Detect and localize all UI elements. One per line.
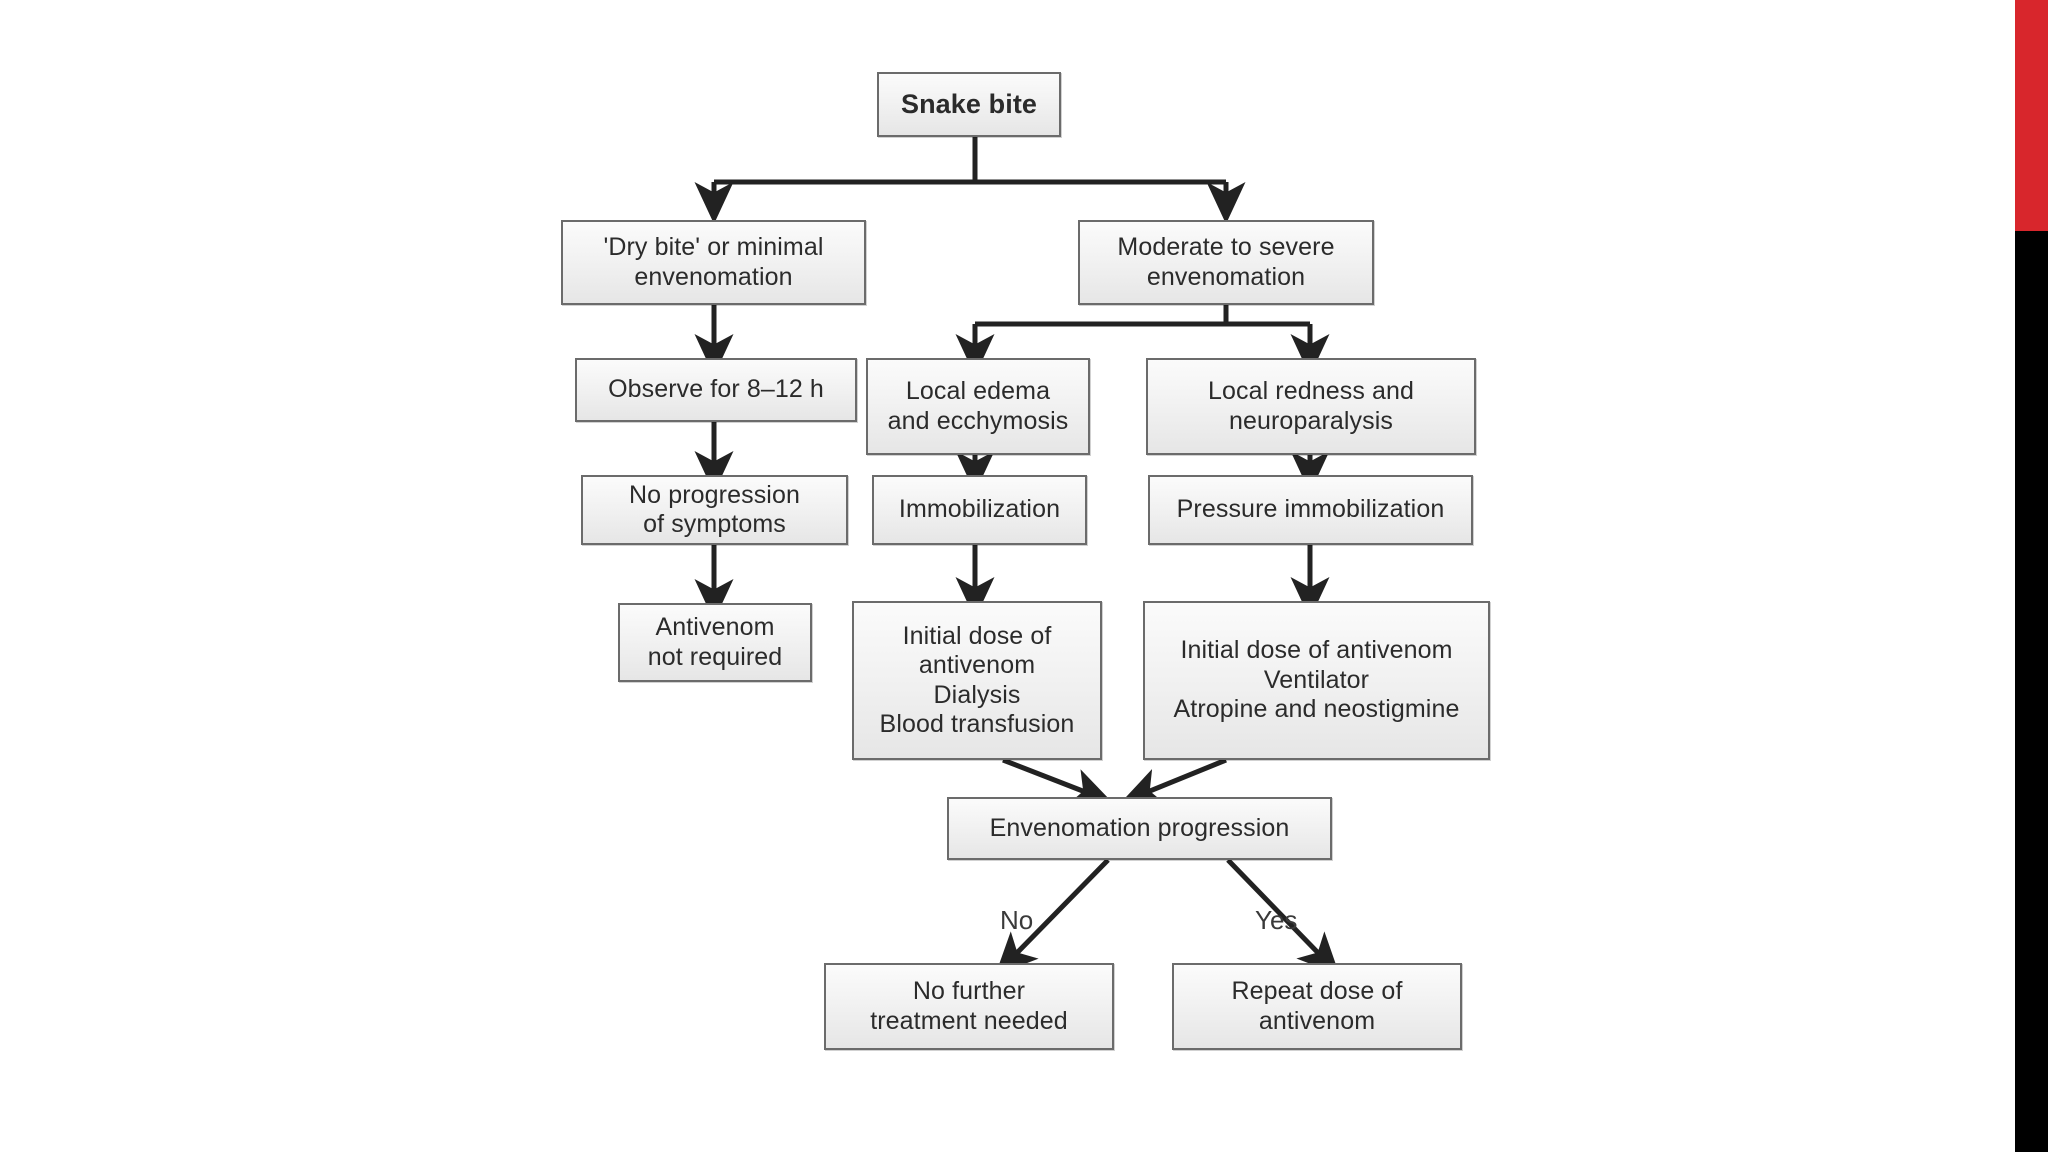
node-moderate-severe-envenomation-text: Moderate to severe envenomation xyxy=(1117,233,1335,291)
node-local-edema[interactable]: Local edema and ecchymosis xyxy=(866,358,1090,455)
node-initial-dose-ventilator-text: Initial dose of antivenom Ventilator Atr… xyxy=(1173,636,1460,724)
node-dry-bite-text: 'Dry bite' or minimal envenomation xyxy=(603,233,824,291)
node-dry-bite[interactable]: 'Dry bite' or minimal envenomation xyxy=(561,220,866,305)
node-immobilization-text: Immobilization xyxy=(898,495,1061,524)
node-local-edema-text: Local edema and ecchymosis xyxy=(887,377,1069,435)
node-pressure-immobilization[interactable]: Pressure immobilization xyxy=(1148,475,1473,545)
right-edge-black-strip xyxy=(2015,231,2048,1152)
node-observe[interactable]: Observe for 8–12 h xyxy=(575,358,857,422)
node-snake-bite-text: Snake bite xyxy=(900,88,1038,119)
node-no-further-treatment-text: No further treatment needed xyxy=(870,977,1068,1035)
node-immobilization[interactable]: Immobilization xyxy=(872,475,1087,545)
node-observe-text: Observe for 8–12 h xyxy=(608,375,824,404)
node-initial-dose-dialysis[interactable]: Initial dose of antivenom Dialysis Blood… xyxy=(852,601,1102,760)
node-no-further-treatment[interactable]: No further treatment needed xyxy=(824,963,1114,1050)
node-pressure-immobilization-text: Pressure immobilization xyxy=(1176,495,1445,524)
edge-label-no: No xyxy=(1000,905,1034,935)
node-initial-dose-ventilator[interactable]: Initial dose of antivenom Ventilator Atr… xyxy=(1143,601,1490,760)
node-initial-dose-dialysis-text: Initial dose of antivenom Dialysis Blood… xyxy=(879,621,1075,739)
edge-label-yes: Yes xyxy=(1255,905,1298,935)
node-no-progression[interactable]: No progression of symptoms xyxy=(581,475,848,545)
node-snake-bite[interactable]: Snake bite xyxy=(877,72,1061,137)
node-local-redness-text: Local redness and neuroparalysis xyxy=(1207,377,1414,435)
right-edge-red-strip xyxy=(2015,0,2048,231)
node-local-redness[interactable]: Local redness and neuroparalysis xyxy=(1146,358,1476,455)
node-no-progression-text: No progression of symptoms xyxy=(629,480,800,539)
node-moderate-severe-envenomation[interactable]: Moderate to severe envenomation xyxy=(1078,220,1374,305)
node-repeat-dose[interactable]: Repeat dose of antivenom xyxy=(1172,963,1462,1050)
node-envenomation-progression-text: Envenomation progression xyxy=(989,813,1290,842)
node-antivenom-not-required[interactable]: Antivenom not required xyxy=(618,603,812,682)
node-repeat-dose-text: Repeat dose of antivenom xyxy=(1231,977,1403,1035)
node-antivenom-not-required-text: Antivenom not required xyxy=(647,613,783,671)
node-envenomation-progression[interactable]: Envenomation progression xyxy=(947,797,1332,860)
